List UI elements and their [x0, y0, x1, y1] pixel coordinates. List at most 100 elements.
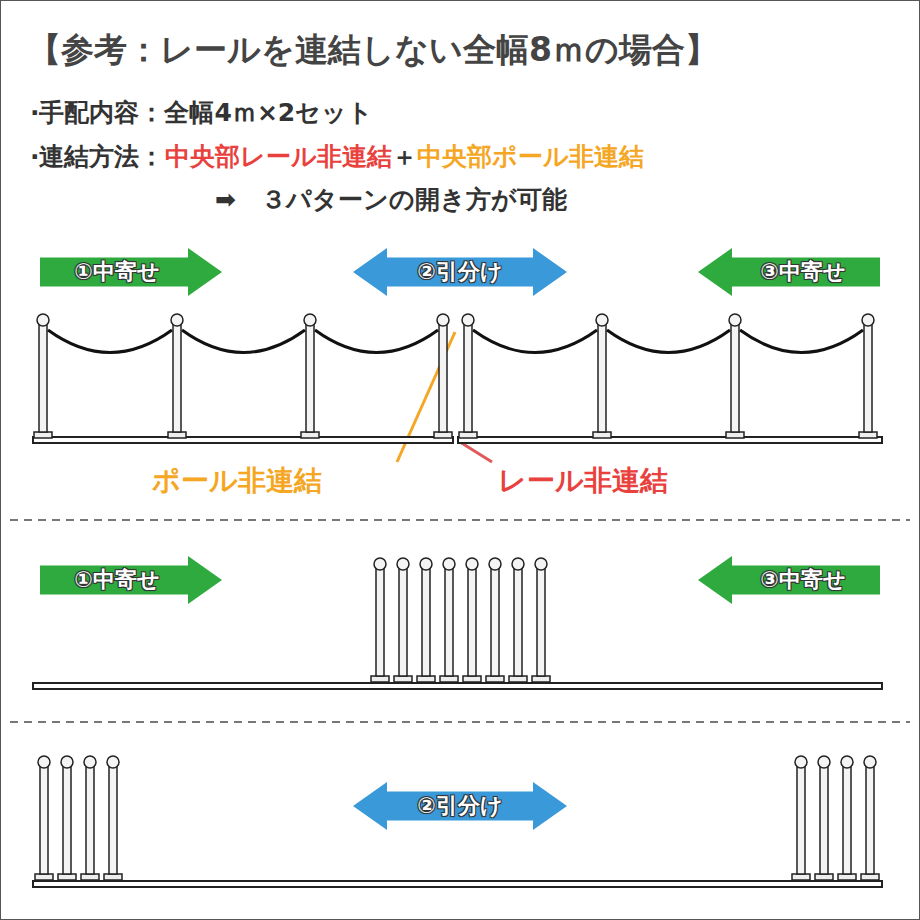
post-cap	[37, 314, 49, 326]
callout-label: レール非連結	[496, 462, 670, 500]
arrow-label: ③中寄せ	[732, 565, 874, 595]
post-cap	[420, 558, 432, 570]
post	[63, 764, 71, 874]
rail	[33, 881, 882, 887]
arrow-shape: ②引分け	[353, 782, 567, 830]
post-cap	[304, 314, 316, 326]
arrow-fill	[40, 556, 222, 604]
post-base	[859, 432, 877, 438]
chain	[473, 330, 597, 353]
post	[173, 322, 181, 432]
info-text: ＋	[392, 142, 417, 171]
post	[39, 322, 47, 432]
post-base	[838, 874, 856, 880]
info-text: 中央部レール非連結	[165, 142, 392, 171]
post-cap	[462, 314, 474, 326]
post-base	[394, 676, 412, 682]
arrow-shape: ②引分け	[353, 248, 567, 296]
post	[598, 322, 606, 432]
chain	[315, 330, 438, 353]
post-cap	[437, 314, 449, 326]
post	[439, 322, 447, 432]
post	[86, 764, 94, 874]
arrow-fill	[698, 248, 880, 296]
rail	[33, 683, 882, 689]
post-cap	[61, 756, 73, 768]
post-cap	[84, 756, 96, 768]
arrow-fill	[40, 248, 222, 296]
arrow-label: ②引分け	[387, 791, 533, 821]
arrow-shape: ③中寄せ	[698, 248, 880, 296]
post	[40, 764, 48, 874]
post	[537, 566, 545, 676]
post-base	[104, 874, 122, 880]
post-cap	[864, 756, 876, 768]
text-line: ·手配内容：全幅4ｍ×2セット	[30, 96, 373, 129]
post	[109, 764, 117, 874]
post-base	[593, 432, 611, 438]
arrow-label: ②引分け	[387, 257, 533, 287]
arrow-fill	[698, 556, 880, 604]
post-base	[463, 676, 481, 682]
arrow-label: ③中寄せ	[732, 257, 874, 287]
post	[731, 322, 739, 432]
chain	[48, 330, 172, 353]
post-cap	[171, 314, 183, 326]
arrow-fill	[353, 248, 567, 296]
info-text: ·連結方法：	[30, 142, 165, 171]
chain	[740, 330, 863, 353]
post-cap	[729, 314, 741, 326]
post	[491, 566, 499, 676]
post-base	[792, 874, 810, 880]
post-base	[35, 874, 53, 880]
post-cap	[107, 756, 119, 768]
info-text: 中央部ポール非連結	[417, 142, 644, 171]
info-text: ·手配内容：全幅4ｍ×2セット	[30, 98, 373, 127]
chain	[182, 330, 305, 353]
post	[376, 566, 384, 676]
post-cap	[466, 558, 478, 570]
post-base	[434, 432, 452, 438]
post-cap	[489, 558, 501, 570]
arrow-shape: ①中寄せ	[40, 248, 222, 296]
callout-label: ポール非連結	[150, 462, 324, 500]
post	[399, 566, 407, 676]
post-base	[417, 676, 435, 682]
post	[864, 322, 872, 432]
post	[866, 764, 874, 874]
post-cap	[397, 558, 409, 570]
info-text: ➡ ３パターンの開き方が可能	[215, 185, 567, 214]
post-cap	[535, 558, 547, 570]
post-cap	[596, 314, 608, 326]
post-cap	[841, 756, 853, 768]
rail	[458, 437, 882, 443]
post	[445, 566, 453, 676]
post-base	[815, 874, 833, 880]
arrow-shape: ③中寄せ	[698, 556, 880, 604]
post	[514, 566, 522, 676]
post-base	[486, 676, 504, 682]
leader-line	[460, 442, 492, 462]
post	[843, 764, 851, 874]
post-base	[168, 432, 186, 438]
divider	[10, 721, 910, 723]
post-base	[440, 676, 458, 682]
arrow-label: ①中寄せ	[46, 257, 188, 287]
arrow-shape: ①中寄せ	[40, 556, 222, 604]
post-cap	[862, 314, 874, 326]
post	[468, 566, 476, 676]
chain	[607, 330, 730, 353]
post	[797, 764, 805, 874]
post-cap	[818, 756, 830, 768]
post	[422, 566, 430, 676]
post-base	[726, 432, 744, 438]
arrow-fill	[353, 782, 567, 830]
post-base	[301, 432, 319, 438]
post-cap	[38, 756, 50, 768]
divider	[10, 519, 910, 521]
post-cap	[374, 558, 386, 570]
post-base	[371, 676, 389, 682]
